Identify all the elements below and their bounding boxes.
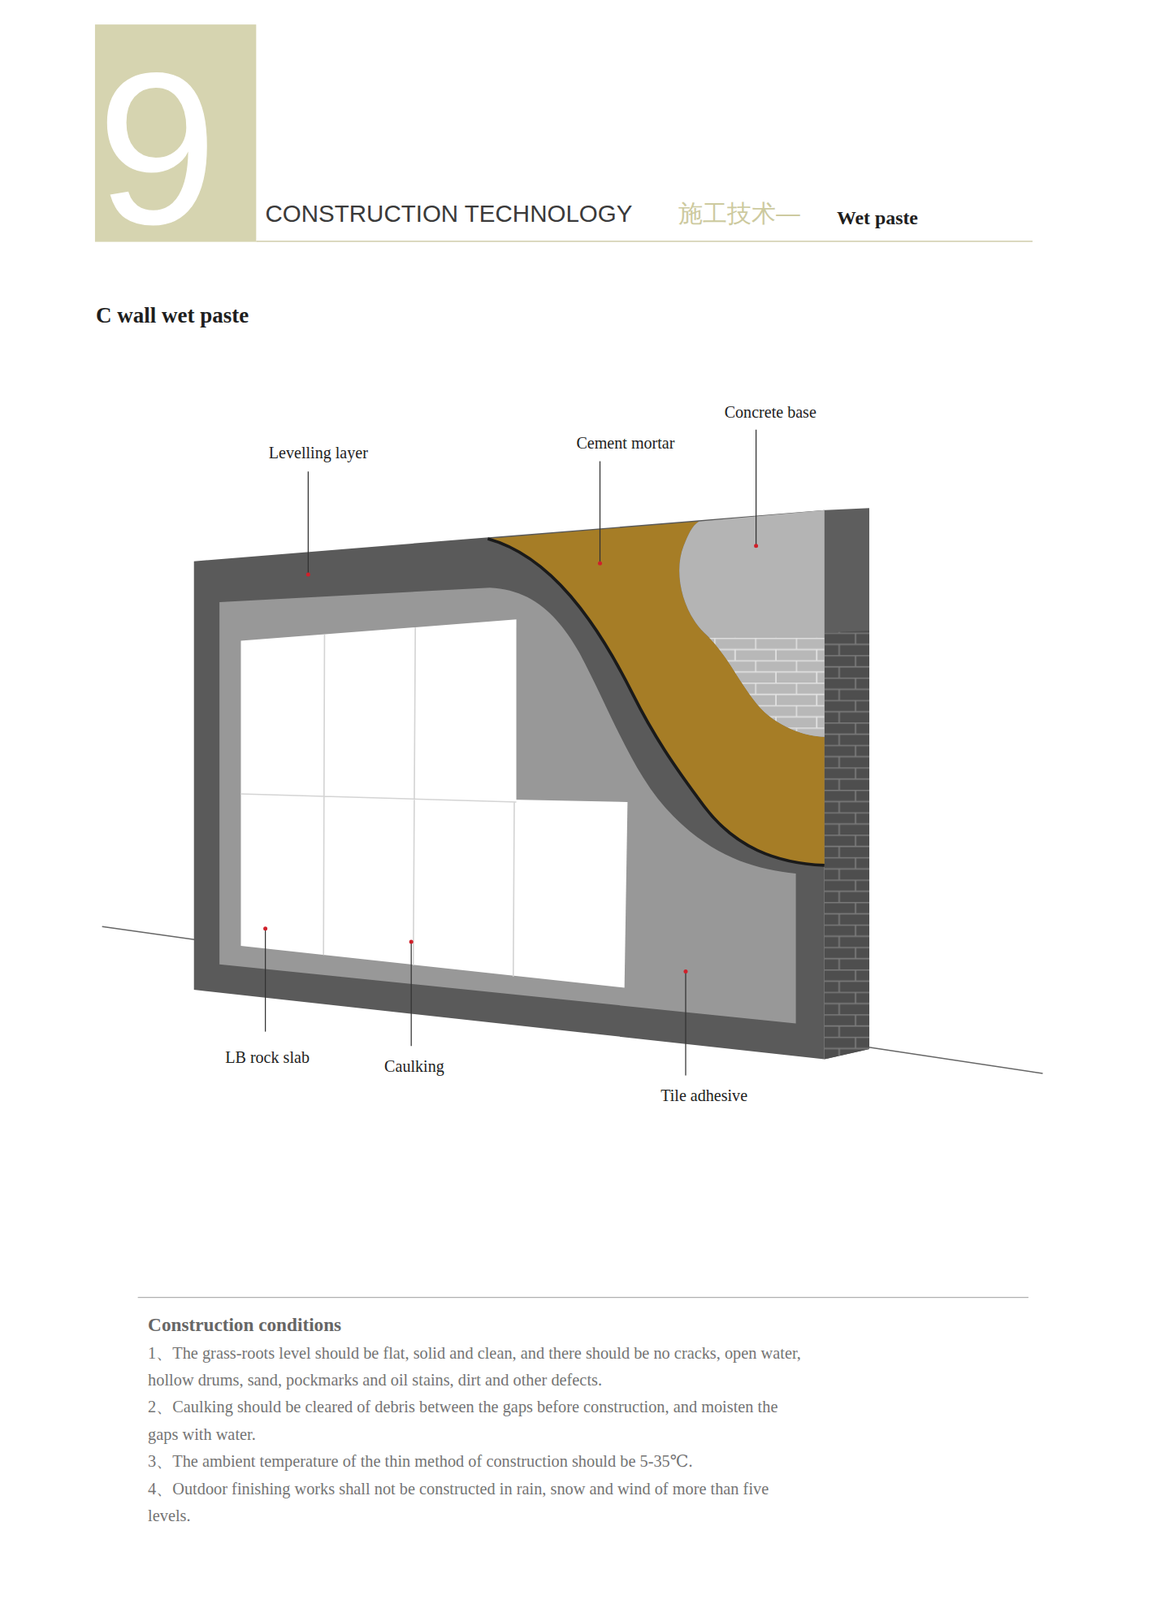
part-label: Concrete base (724, 402, 817, 422)
concrete-bricks (673, 637, 827, 750)
notes-heading: Construction conditions (147, 1312, 811, 1338)
leaders (265, 429, 757, 1076)
leader-dot (409, 939, 414, 945)
note-item: 1、The grass-roots level should be flat, … (147, 1339, 811, 1395)
leader-line (755, 429, 757, 546)
leader-line (599, 461, 601, 564)
note-item: 4、Outdoor finishing works shall not be c… (147, 1475, 811, 1530)
leader-line (411, 941, 412, 1046)
section-rule (138, 1296, 1029, 1298)
note-item: 2、Caulking should be cleared of debris b… (147, 1393, 811, 1448)
section-heading-cn: 施工技术— (678, 199, 801, 228)
leader-dot (597, 561, 602, 566)
wall-side (824, 507, 870, 1059)
leader-dot (753, 543, 758, 548)
diagram-title: C wall wet paste (95, 302, 249, 329)
levelling-layer (194, 510, 825, 1060)
part-label: Caulking (384, 1056, 445, 1076)
chapter-number: 9 (96, 40, 217, 257)
leader-line (684, 970, 686, 1075)
part-label: Cement mortar (576, 433, 675, 453)
leader-dot (683, 969, 688, 974)
ground-line (102, 926, 197, 940)
note-item: 3、The ambient temperature of the thin me… (147, 1447, 811, 1475)
leader-line (264, 928, 266, 1032)
notes-block: Construction conditions1、The grass-roots… (147, 1312, 811, 1529)
tile-row (240, 793, 628, 988)
leader-dot (306, 571, 311, 576)
caulking-joint (240, 627, 516, 976)
ground-line (867, 1046, 1044, 1074)
tile-row (240, 619, 516, 802)
leader-line (307, 471, 309, 575)
part-label: Tile adhesive (660, 1085, 748, 1105)
leader-dot (263, 926, 268, 931)
part-label: Levelling layer (268, 442, 369, 463)
tile-adhesive (219, 587, 796, 1023)
wall-side-bricks (824, 630, 870, 1059)
section-heading: CONSTRUCTION TECHNOLOGY (265, 199, 633, 228)
leader-dots (263, 543, 758, 974)
rock-slab-tiles (240, 619, 628, 988)
part-label: LB rock slab (225, 1047, 310, 1067)
subsection-heading: Wet paste (836, 206, 919, 230)
header-rule (255, 240, 1033, 243)
